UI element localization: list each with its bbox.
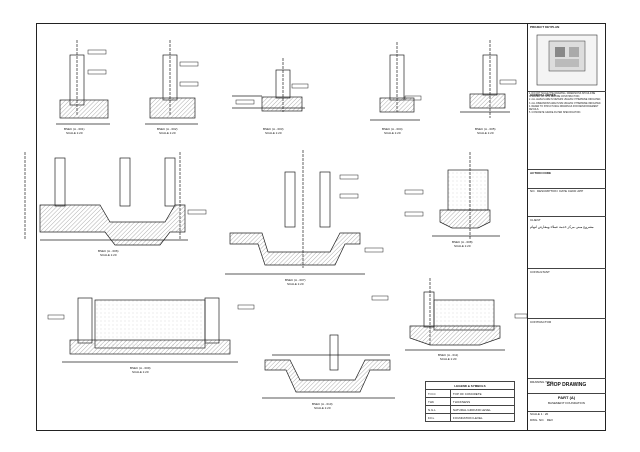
section-detail-7 [225,150,365,275]
sheet-title: PART (A) [557,395,576,400]
section-detail-5 [460,40,510,118]
drawing-sheet-border [36,23,606,431]
keyplan-image [536,34,598,86]
section-detail-10 [262,334,395,399]
scale-label: SCALE 1 : 20 [530,412,549,416]
section-detail-6 [24,152,188,246]
contractor-label: CONTRACTOR [530,320,552,324]
section-caption: BSEC (A - 002)SCALE 1:20 [157,127,178,135]
section-detail-2 [145,40,198,125]
revision-header: NO. DESCRIPTION DATE CHKD APP [530,189,584,193]
section-detail-9 [62,297,238,363]
legend-text: FOUNDATION LEVEL [449,413,516,422]
action-code-label: ACTION CODE [530,171,551,175]
section-caption: BSEC (A - 004)SCALE 1:20 [382,127,403,135]
legend-text: THICKNESS [449,397,516,406]
section-caption: BSEC (A - 006)SCALE 1:20 [98,249,119,257]
section-detail-1 [56,40,110,125]
section-caption: BSEC (A - 011)SCALE 1:20 [438,353,459,361]
client-label: CLIENT [530,218,541,222]
drawing-title-label: DRAWING TITLE [530,380,554,384]
dwg-no-label: DWG. NO. REV [530,418,554,422]
section-caption: BSEC (A - 001)SCALE 1:20 [64,127,85,135]
section-detail-4 [370,42,420,121]
sheet-subtitle: BASEMENT FOUNDATION [548,401,585,405]
section-caption: BSEC (A - 007)SCALE 1:20 [285,278,306,286]
section-detail-8 [432,152,500,240]
client-name: مشروع مبنى مركز خدمة عملاء ومعارض لنهام [530,225,594,229]
legend-symbol: THK [425,397,451,406]
drawing-type: SHOP DRAWING [546,382,587,388]
section-detail-11 [405,278,505,351]
legend-symbol: N.G.L [425,405,451,414]
legend-text: TOP OF CONCRETE [449,389,516,398]
consultant-label: CONSULTANT [530,270,550,274]
legend-title: LEGEND & SYMBOLS [425,381,515,390]
section-caption: BSEC (A - 010)SCALE 1:20 [312,402,333,410]
legend-symbol: T.O.C [425,389,451,398]
section-caption: BSEC (A - 008)SCALE 1:20 [452,240,473,248]
section-caption: BSEC (A - 005)SCALE 1:20 [475,127,496,135]
section-detail-3 [232,58,305,112]
general-notes-label: GENERAL NOTES [530,93,556,97]
legend-symbol: F.F.L [425,413,451,422]
legend-text: NATURAL GROUND LEVEL [449,405,516,414]
keyplan-label: PROJECT KEYPLAN [530,25,560,29]
section-caption: BSEC (A - 003)SCALE 1:20 [263,127,284,135]
general-notes-list: 1. DO NOT SCALE THE DRAWING. DIMENSIONS … [529,93,602,115]
section-caption: BSEC (A - 009)SCALE 1:20 [130,366,151,374]
title-block: PROJECT KEYPLAN GENERAL NOTES ACTION COD… [527,23,606,431]
